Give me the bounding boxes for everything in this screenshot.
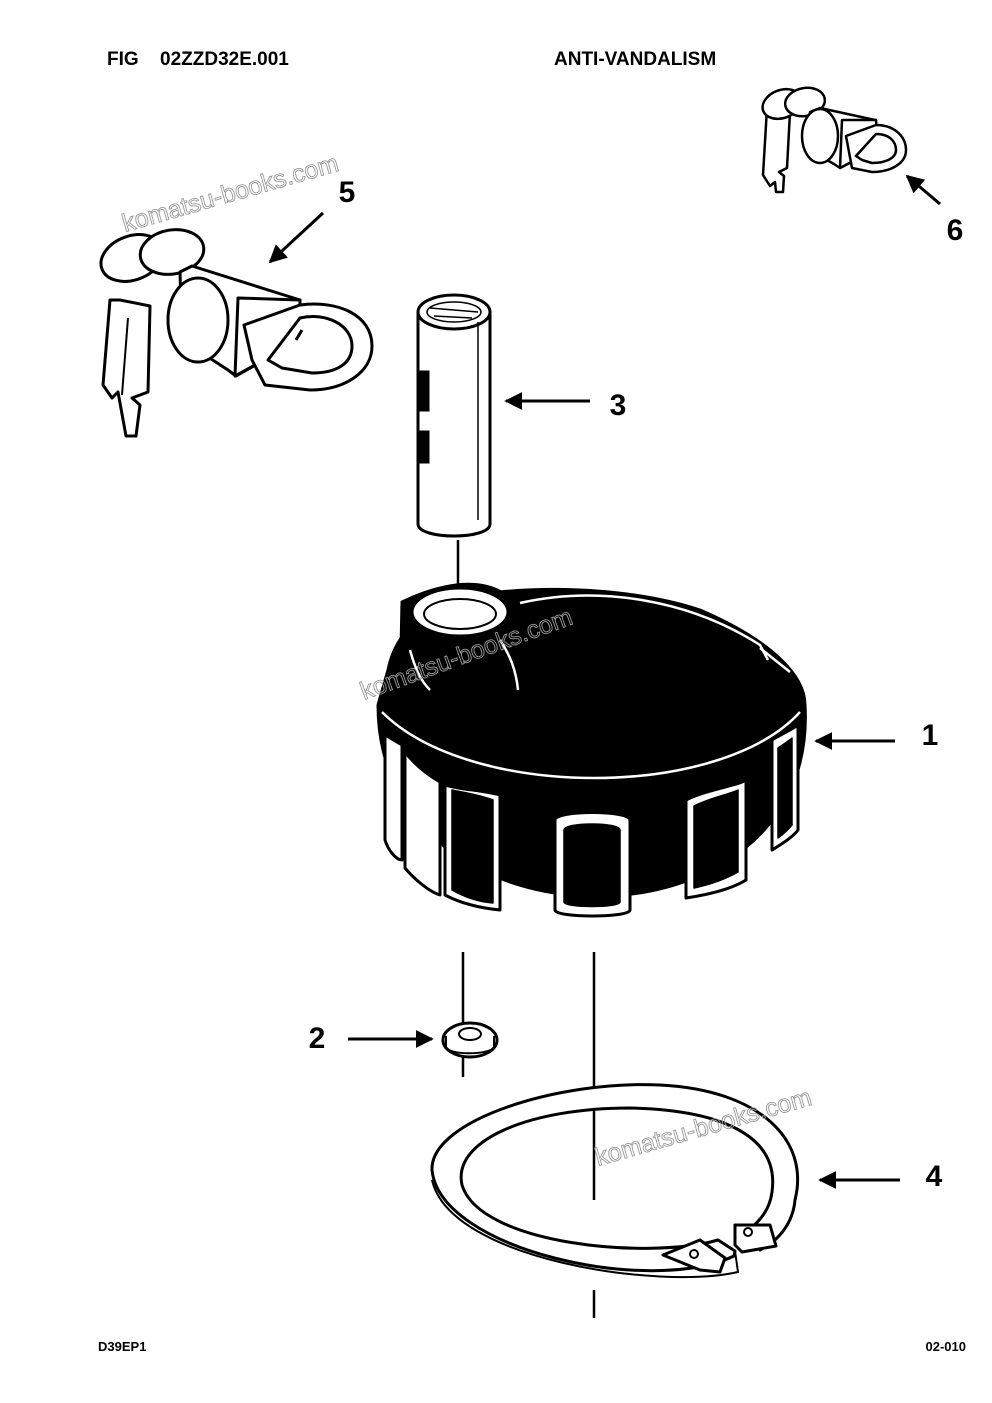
callout-5: 5 [339,176,356,209]
document-code: D39EP1 [98,1339,147,1354]
figure-code: 02ZZD32E.001 [160,49,289,70]
padlock-large [99,228,374,438]
callout-1: 1 [922,719,939,752]
washer [441,1021,499,1059]
fig-label: FIG [107,49,139,70]
leader-arrow-6 [905,174,941,206]
filler-cap [376,582,807,918]
callout-2: 2 [309,1022,326,1055]
locking-pin [416,293,492,538]
callout-3: 3 [610,389,627,422]
retaining-ring [430,1083,800,1279]
leader-arrow-5 [268,211,325,264]
padlock-small [761,86,908,194]
watermark-text: komatsu-books.com [119,149,342,238]
callout-6: 6 [947,214,964,247]
page-number: 02-010 [925,1339,966,1354]
callout-4: 4 [926,1160,943,1193]
page-title: ANTI-VANDALISM [554,49,717,70]
